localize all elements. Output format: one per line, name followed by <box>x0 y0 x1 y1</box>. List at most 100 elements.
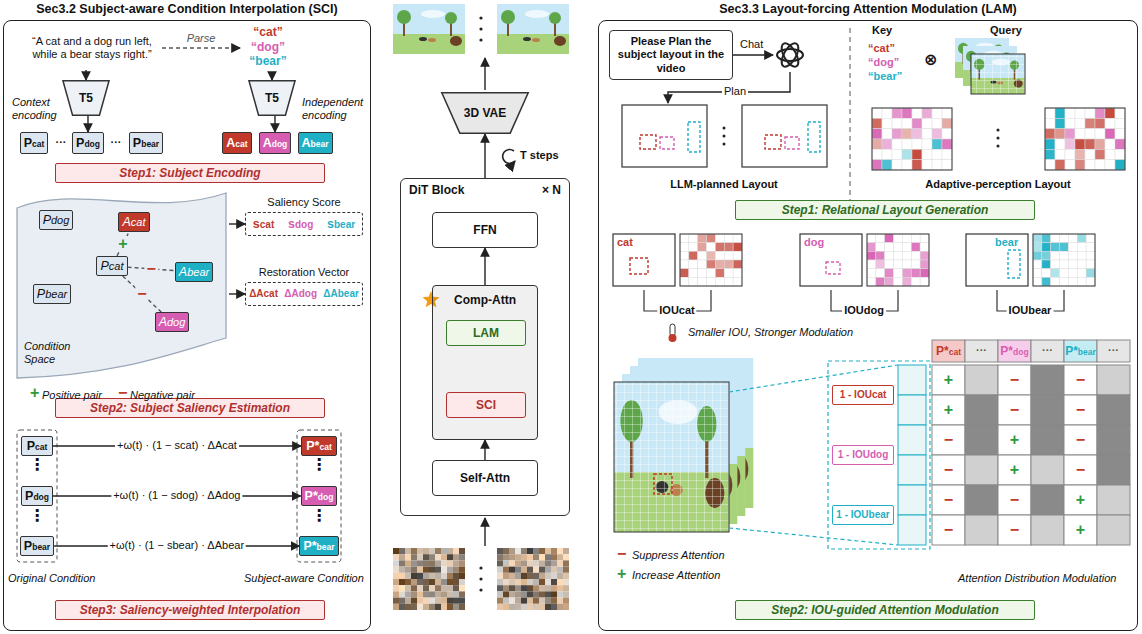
attention-heatmap <box>1068 277 1077 286</box>
attention-heatmap <box>922 160 932 170</box>
table-cell: − <box>1010 522 1019 538</box>
connector <box>229 223 245 224</box>
noise-image <box>429 579 435 585</box>
attention-heatmap <box>876 277 885 286</box>
attention-table <box>898 455 926 485</box>
attention-heatmap <box>733 269 742 278</box>
node-text: 1 - IOUdog <box>838 449 889 461</box>
noise-image <box>405 560 411 566</box>
noise-image <box>551 567 557 573</box>
attention-heatmap <box>1042 251 1051 260</box>
attention-table <box>932 425 965 455</box>
table-cell: − <box>944 522 953 538</box>
noise-image <box>551 598 557 604</box>
noise-image <box>435 548 441 554</box>
attention-table <box>998 485 1031 515</box>
process-box: Please Plan the subject layout in the vi… <box>609 30 733 80</box>
noise-image <box>405 585 411 591</box>
noise-image <box>393 579 399 585</box>
attention-table <box>1097 425 1130 455</box>
process-box: Comp-AttnLAMSCI <box>432 285 538 440</box>
node-text: Pbear <box>24 539 50 554</box>
node-text: sdog <box>288 217 313 232</box>
attention-heatmap <box>1055 149 1065 159</box>
attention-table <box>1064 455 1097 485</box>
noise-image <box>441 591 447 597</box>
attention-table <box>998 365 1031 395</box>
attention-heatmap <box>1060 269 1069 278</box>
node-text: FFN <box>473 223 496 237</box>
attention-table <box>1097 485 1130 515</box>
attention-heatmap <box>1051 234 1060 243</box>
noise-image <box>515 591 521 597</box>
attention-heatmap <box>912 160 922 170</box>
attention-heatmap <box>1105 108 1115 118</box>
layout-frame <box>622 105 707 167</box>
noise-image <box>423 591 429 597</box>
noise-image <box>527 560 533 566</box>
noise-image <box>459 560 465 566</box>
attention-heatmap <box>920 251 929 260</box>
table-cell: ··· <box>1108 344 1119 357</box>
attention-heatmap <box>912 118 922 128</box>
loop-icon <box>503 149 515 163</box>
attention-heatmap <box>932 118 942 128</box>
noise-image <box>399 560 405 566</box>
attention-heatmap <box>707 251 716 260</box>
attention-heatmap <box>911 269 920 278</box>
noise-image <box>399 604 405 610</box>
text-label: − <box>617 546 626 562</box>
noise-image <box>503 560 509 566</box>
connector <box>484 134 485 178</box>
iou-box: 1 - IOUbear <box>832 505 894 525</box>
noise-image <box>509 548 515 554</box>
encoder-trapezoid: T5 <box>62 80 110 116</box>
noise-image <box>441 560 447 566</box>
attention-heatmap <box>1033 243 1042 252</box>
attention-heatmap <box>922 139 932 149</box>
attention-heatmap <box>867 243 876 252</box>
legend-text: Increase Attention <box>632 569 720 581</box>
noise-image <box>557 604 563 610</box>
connector <box>484 248 485 285</box>
legend-text: Negative pair <box>130 389 195 401</box>
table-cell: − <box>1076 402 1085 418</box>
attention-table <box>965 395 998 425</box>
attention-heatmap <box>902 260 911 269</box>
noise-image <box>521 567 527 573</box>
layout-box <box>808 122 820 152</box>
node-text: Step2: Subject Saliency Estimation <box>90 401 290 415</box>
attention-heatmap <box>902 243 911 252</box>
attention-heatmap <box>885 251 894 260</box>
attention-table <box>1064 515 1097 545</box>
noise-image <box>533 567 539 573</box>
node-text: Pbear <box>37 287 67 302</box>
attention-heatmap <box>912 108 922 118</box>
attention-heatmap <box>867 234 929 286</box>
noise-image <box>509 579 515 585</box>
noise-image <box>411 567 417 573</box>
text-label: ⋮ <box>29 457 45 473</box>
attention-heatmap <box>1115 118 1125 128</box>
noise-image <box>539 591 545 597</box>
node-text: scat <box>253 217 274 232</box>
noise-image <box>503 573 509 579</box>
noise-image <box>435 579 441 585</box>
attention-heatmap <box>1105 149 1115 159</box>
noise-image <box>417 598 423 604</box>
noise-image <box>503 585 509 591</box>
noise-image <box>545 585 551 591</box>
attention-heatmap <box>1068 269 1077 278</box>
node-text: SCI <box>476 398 496 412</box>
video-frame <box>393 4 569 54</box>
noise-image <box>515 579 521 585</box>
noise-image <box>459 585 465 591</box>
noise-image <box>435 567 441 573</box>
chatgpt-logo <box>778 41 801 70</box>
layout-frame <box>613 234 675 286</box>
noise-image <box>423 598 429 604</box>
noise-image <box>399 579 405 585</box>
attention-heatmap <box>1065 118 1075 128</box>
noise-image <box>521 585 527 591</box>
noise-image <box>417 585 423 591</box>
